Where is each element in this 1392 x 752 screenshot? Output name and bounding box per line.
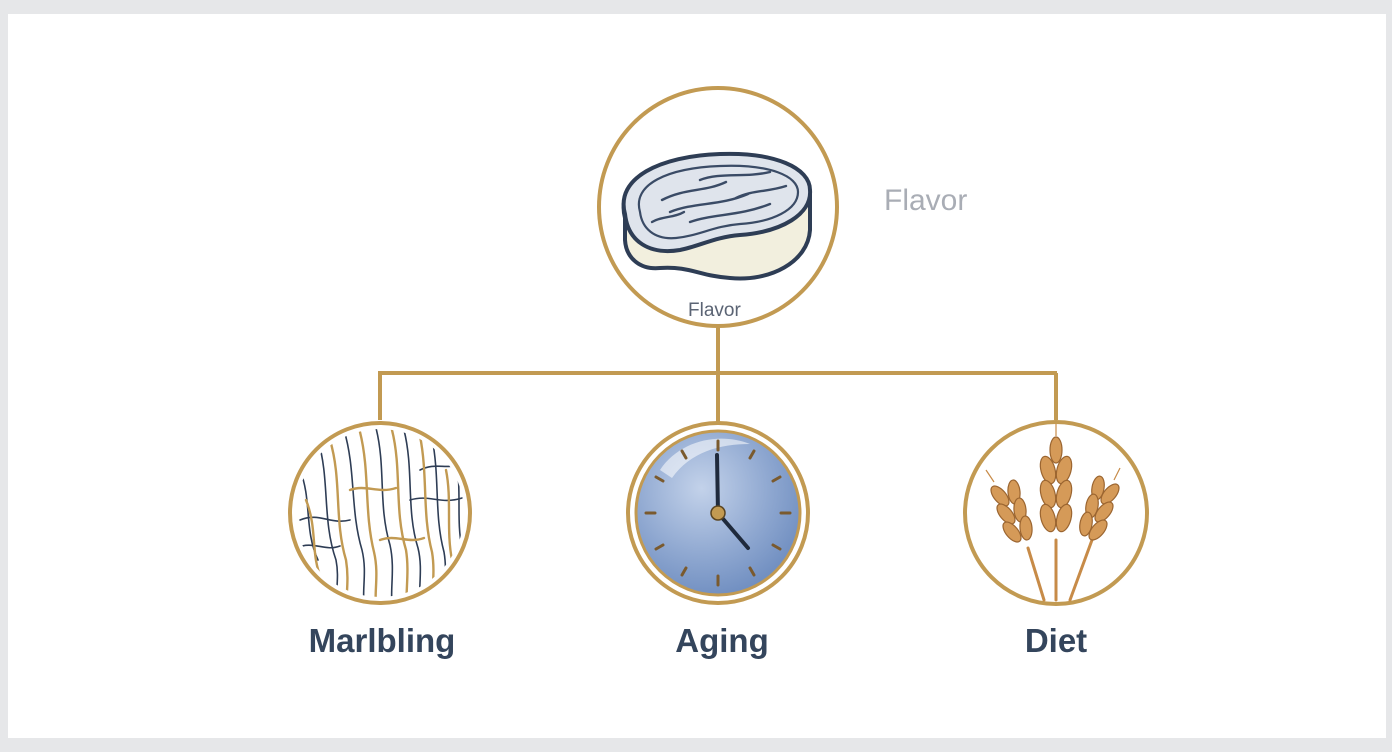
clock-icon xyxy=(634,429,802,597)
root-side-label: Flavor xyxy=(884,184,968,217)
wheat-icon xyxy=(985,424,1121,602)
node-aging xyxy=(626,421,810,605)
root-caption: Flavor xyxy=(688,300,741,321)
node-diet xyxy=(963,420,1149,606)
steak-icon xyxy=(621,151,813,281)
root-node-flavor xyxy=(597,86,839,328)
label-aging: Aging xyxy=(675,622,769,659)
connector-lines xyxy=(378,326,1058,422)
node-marbling xyxy=(288,421,472,605)
label-marbling: Marlbling xyxy=(308,622,456,659)
label-diet: Diet xyxy=(1024,622,1088,659)
